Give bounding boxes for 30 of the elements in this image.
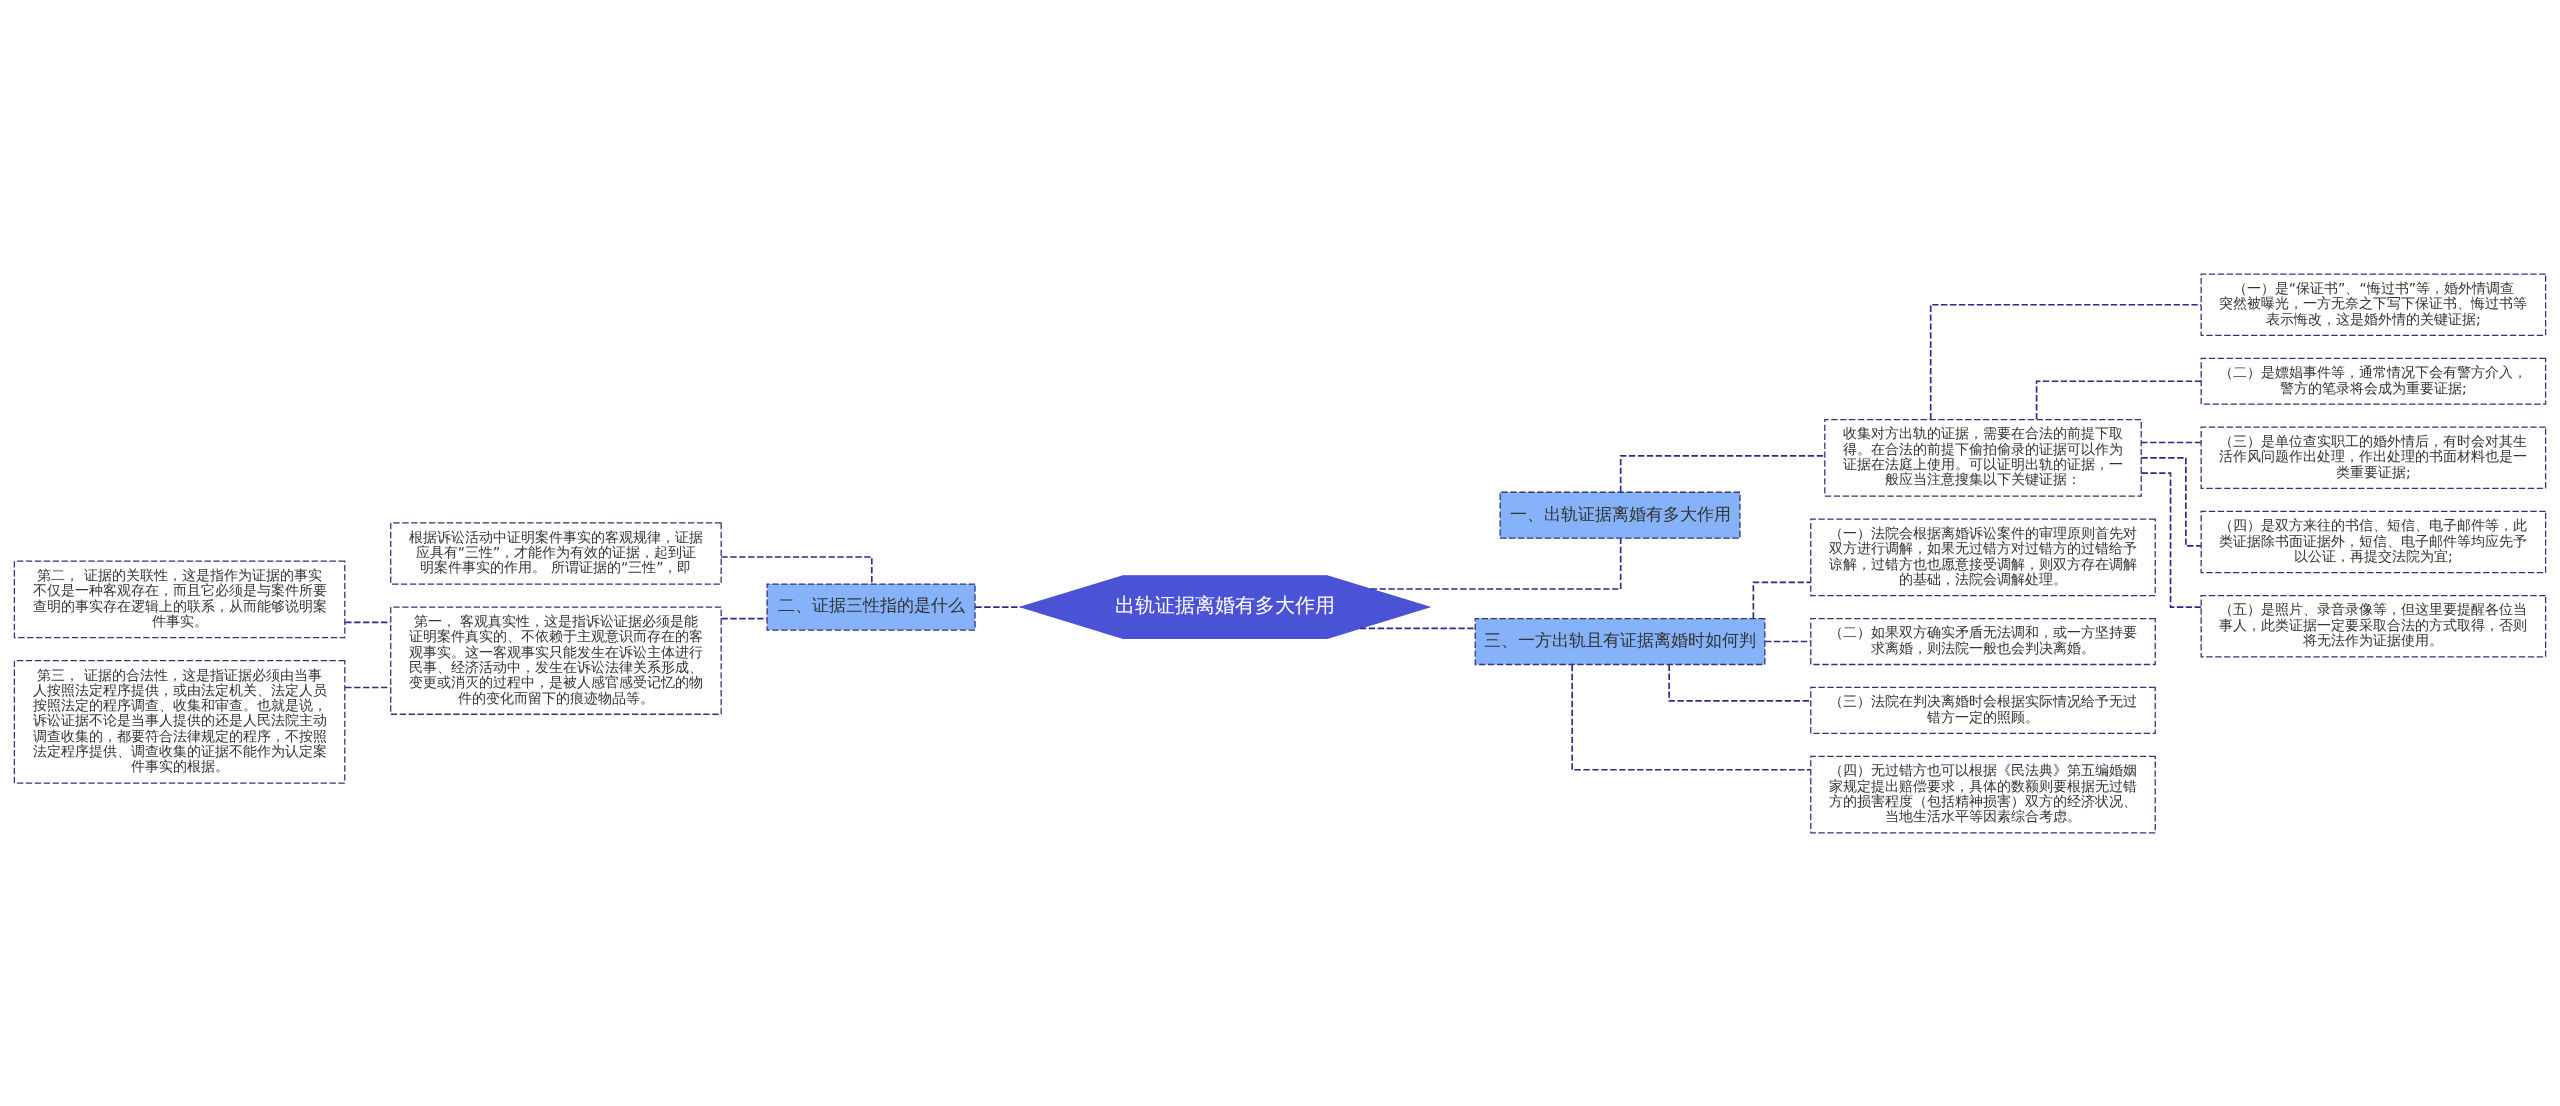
connector — [2140, 456, 2202, 547]
node-box: （四）无过错方也可以根据《民法典》第五编婚姻家规定提出赔偿要求，具体的数额则要根据无过错方的损害程度（包括精神损害）双方的经济状况、当地生活水平等因素综合考虑。 — [1810, 755, 2156, 834]
connector — [1752, 581, 1812, 619]
node-box: （五）是照片、录音录像等，但这里要提醒各位当事人，此类证据一定要采取合法的方式取得，否则将无法作为证据使用。 — [2200, 594, 2547, 657]
node-box: 第二， 证据的关联性，这是指作为证据的事实不仅是一种客观存在，而且它必须是与案件所要查明的事实存在逻辑上的联系，从而能够说明案件事实。 — [13, 560, 346, 638]
connector — [2035, 379, 2202, 420]
node-box: 收集对方出轨的证据，需要在合法的前提下取得。在合法的前提下偷拍偷录的证据可以作为证据在法庭上使用。可以证明出轨的证据，一般应当注意搜集以下关键证据： — [1824, 418, 2142, 497]
connector — [1571, 663, 1812, 771]
connector — [720, 617, 768, 619]
node-box: 二、证据三性指的是什么 — [766, 583, 976, 631]
node-box: （一）法院会根据离婚诉讼案件的审理原则首先对双方进行调解，如果无过错方对过错方的过错给予谅解，过错方也也愿意接受调解，则双方存在调解的基础，法院会调解处理。 — [1810, 517, 2156, 596]
node-box: （三）是单位查实职工的婚外情后，有时会对其生活作风问题作出处理，作出处理的书面材料也是一类重要证据; — [2200, 426, 2547, 489]
connector — [1359, 627, 1476, 629]
connector — [2140, 441, 2202, 443]
node-box: （一）是“保证书”、“悔过书”等，婚外情调查突然被曝光，一方无奈之下写下保证书、悔过书等表示悔改，这是婚外情的关键证据; — [2200, 272, 2547, 336]
connector — [1668, 663, 1812, 702]
connector — [974, 605, 1022, 608]
node-box: 第三， 证据的合法性，这是指证据必须由当事人按照法定程序提供，或由法定机关、法定人员按照法定的程序调查、收集和审查。也就是说，诉讼证据不论是当事人提供的还是人民法院主动调查收集的，都要符合法律规定的程序，不按照法定程序提供、调查收集的证据不能作为认定案件事实的根据。 — [13, 659, 346, 784]
connector — [1619, 454, 1826, 493]
node-box: （二）是嫖娼事件等，通常情况下会有警方介入，警方的笔录将会成为重要证据; — [2200, 357, 2547, 405]
connector — [1764, 640, 1812, 642]
node-box: （四）是双方来往的书信、短信、电子邮件等，此类证据除书面证据外，短信、电子邮件等均应先予以公证，再提交法院为宜; — [2200, 510, 2547, 573]
node-box: 三、一方出轨且有证据离婚时如何判 — [1474, 617, 1766, 665]
node-box: 一、出轨证据离婚有多大作用 — [1499, 491, 1741, 539]
node-box: （三）法院在判决离婚时会根据实际情况给予无过错方一定的照顾。 — [1810, 686, 2156, 734]
node-box: 第一， 客观真实性，这是指诉讼证据必须是能证明案件真实的、不依赖于主观意识而存在的客观事实。这一客观事实只能发生在诉讼主体进行民事、经济活动中，发生在诉讼法律关系形成、变更或消灭的过程中，是被人感官感受记忆的物件的变化而留下的痕迹物品等。 — [390, 605, 722, 715]
connector — [1369, 537, 1622, 590]
node-box: （二）如果双方确实矛盾无法调和，或一方坚持要求离婚，则法院一般也会判决离婚。 — [1810, 617, 2156, 665]
node-box: 根据诉讼活动中证明案件事实的客观规律，证据应具有“三性”，才能作为有效的证据，起到证明案件事实的作用。 所谓证据的“三性”，即 — [390, 521, 722, 585]
connector — [1929, 303, 2202, 420]
